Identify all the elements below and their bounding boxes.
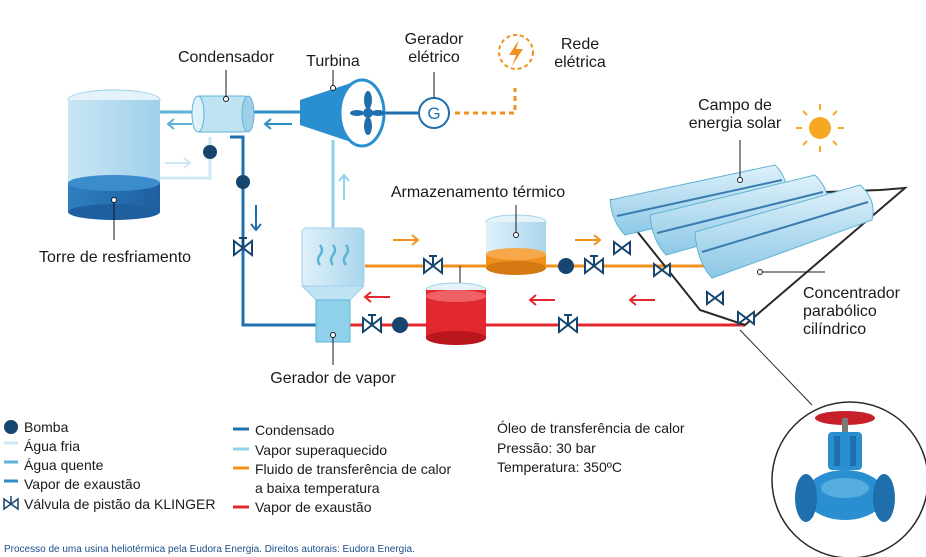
arrow-hot-2 — [528, 294, 555, 306]
label-solar-field-2: energia solar — [689, 115, 782, 132]
label-concentrator-2: parabólico — [803, 303, 877, 320]
turbine — [300, 70, 386, 148]
solar-field — [609, 140, 908, 327]
condenser — [191, 70, 255, 133]
arrow-htf-2 — [575, 234, 602, 246]
parabolic-trough — [694, 184, 874, 279]
legend-item-cont: a baixa temperatura — [255, 480, 380, 496]
cold-storage-tank — [485, 205, 547, 275]
grid-bolt-icon — [498, 34, 534, 70]
label-steam-generator: Gerador de vapor — [270, 370, 396, 387]
legend-item: Água fria — [24, 438, 80, 454]
flow-arrows — [165, 118, 655, 306]
label-generator-1: Gerador — [405, 31, 464, 48]
callout-line — [739, 329, 813, 406]
legend-right: Condensado Vapor superaquecido Fluido de… — [233, 422, 451, 515]
label-concentrator-1: Concentrador — [803, 285, 901, 302]
legend-item: Fluido de transferência de calor — [255, 461, 451, 477]
turbine-fan-icon — [350, 91, 385, 135]
arrow-steam — [338, 173, 350, 200]
arrow-exhaust — [263, 118, 292, 130]
legend-item: Vapor de exaustão — [255, 499, 372, 515]
credit-text: Processo de uma usina heliotérmica pela … — [4, 544, 415, 555]
valve-icon — [423, 255, 443, 276]
hot-storage-tank — [425, 282, 487, 345]
power-line — [455, 88, 517, 115]
legend-item: Vapor superaquecido — [255, 442, 387, 458]
pump-icon — [392, 317, 408, 333]
label-grid-2: elétrica — [554, 54, 606, 71]
steam-waves-icon — [316, 244, 350, 266]
valve-icon — [3, 496, 19, 511]
cooling-tower — [67, 89, 161, 240]
condensate-pipe — [230, 135, 330, 327]
arrow-cold-water — [165, 157, 192, 169]
label-generator-2: elétrico — [408, 49, 460, 66]
legend-item: Condensado — [255, 422, 335, 438]
valves-field — [613, 240, 755, 326]
label-concentrator-3: cilíndrico — [803, 321, 866, 338]
legend-item: Bomba — [24, 419, 69, 435]
legend-item: Válvula de pistão da KLINGER — [24, 496, 215, 512]
label-solar-field-1: Campo de — [698, 97, 772, 114]
arrow-condensate — [250, 205, 262, 232]
arrow-hot-3 — [628, 294, 655, 306]
arrow-hot-1 — [363, 291, 390, 303]
valves — [233, 237, 604, 335]
valve-icon — [362, 314, 382, 335]
oil-info-line: Óleo de transferência de calor — [497, 420, 685, 436]
oil-info-line: Temperatura: 350ºC — [497, 459, 622, 475]
legend-left: Bomba Água fria Água quente Vapor de exa… — [3, 419, 215, 512]
pump-icon — [4, 420, 18, 434]
pump-icon — [558, 258, 574, 274]
oil-info: Óleo de transferência de calor Pressão: … — [497, 420, 685, 475]
oil-info-line: Pressão: 30 bar — [497, 440, 596, 456]
label-thermal-storage: Armazenamento térmico — [391, 184, 565, 201]
legend-item: Água quente — [24, 457, 104, 473]
arrow-hot-water — [166, 118, 192, 130]
label-grid-1: Rede — [561, 36, 599, 53]
electric-generator: G — [418, 72, 450, 129]
klinger-valve-icon — [795, 411, 895, 522]
pump-icon — [236, 175, 250, 189]
cold-water-pipe — [160, 137, 212, 180]
arrow-htf-1 — [393, 234, 420, 246]
valve-icon — [584, 255, 604, 276]
valve-icon — [233, 237, 253, 258]
pump-icon — [203, 145, 217, 159]
legend-item: Vapor de exaustão — [24, 476, 141, 492]
valve-closeup — [771, 401, 926, 557]
valve-icon — [558, 314, 578, 335]
steam-generator — [300, 227, 366, 365]
generator-symbol: G — [427, 104, 440, 123]
label-cooling-tower: Torre de resfriamento — [39, 249, 191, 266]
label-turbine: Turbina — [306, 53, 360, 70]
label-condenser: Condensador — [178, 49, 275, 66]
sun-icon — [796, 104, 844, 152]
